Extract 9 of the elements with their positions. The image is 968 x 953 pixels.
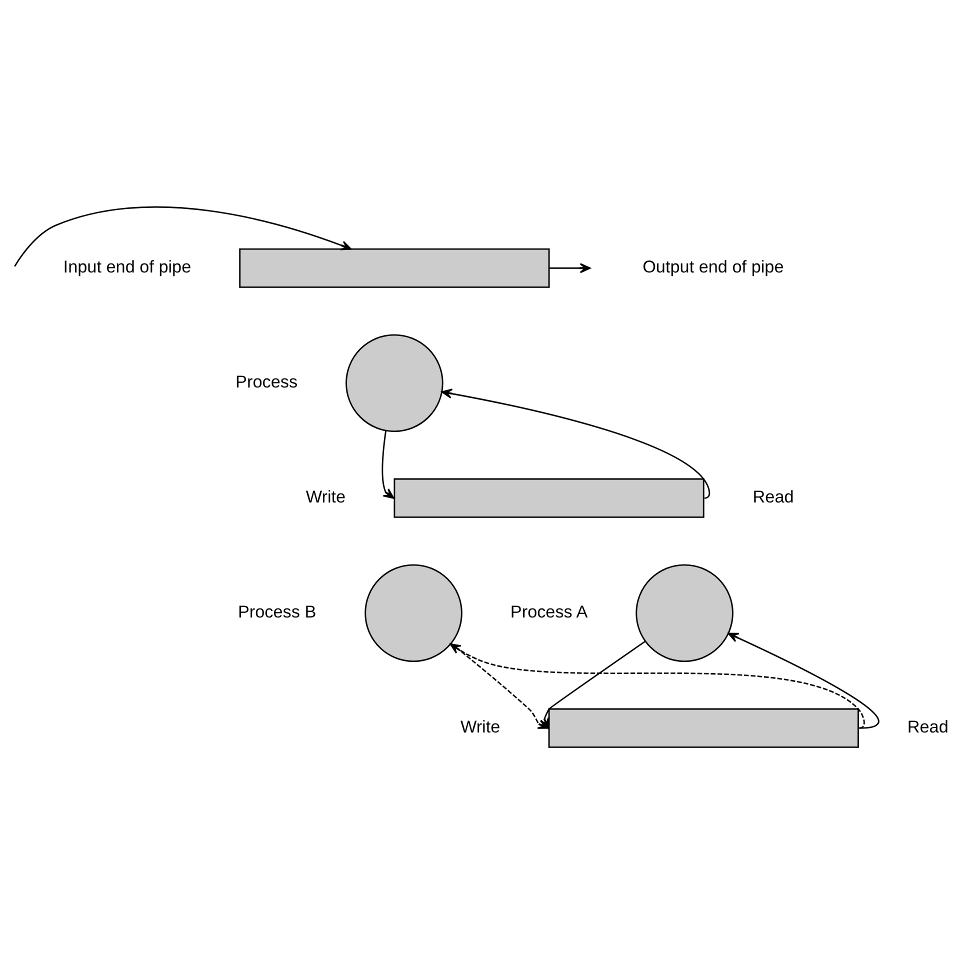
- label: Output end of pipe: [642, 256, 784, 276]
- node-label: Write: [460, 716, 500, 736]
- node-label: Process A: [510, 600, 588, 621]
- node-label: Write: [306, 486, 346, 506]
- label: Input end of pipe: [63, 256, 192, 276]
- node-label: Read: [752, 486, 794, 506]
- node-label: Process: [236, 370, 298, 391]
- node-label: Read: [907, 716, 948, 736]
- node-label: Process B: [238, 600, 316, 621]
